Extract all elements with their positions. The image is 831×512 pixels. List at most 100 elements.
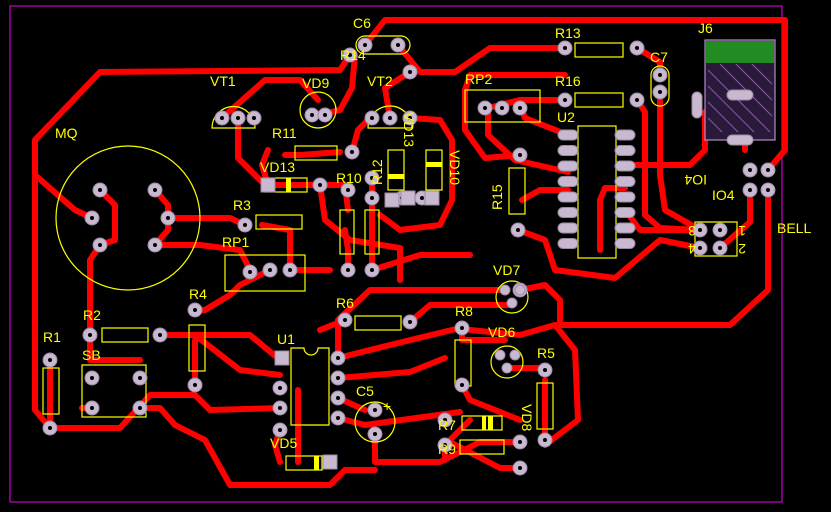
- r1-outline: [42, 367, 60, 415]
- pad-hole: [310, 113, 314, 117]
- label-header-pin-1: 1: [738, 223, 746, 239]
- u2-pin-pad: [614, 145, 636, 156]
- label-r2: R2: [83, 307, 101, 323]
- vd9-outline: [299, 91, 337, 129]
- pad-hole: [500, 106, 504, 110]
- pad-square: [424, 190, 440, 206]
- pad-hole: [443, 443, 447, 447]
- pad-hole: [766, 168, 770, 172]
- vd12-outline: [387, 149, 405, 191]
- copper-traces: [32, 17, 788, 488]
- label-vd13: VD13: [260, 159, 295, 175]
- label-vd5: VD5: [270, 435, 297, 451]
- pad-hole: [236, 116, 240, 120]
- pad-hole: [90, 376, 94, 380]
- pad-hole: [658, 90, 662, 94]
- pad-hole: [90, 406, 94, 410]
- pad-hole: [748, 188, 752, 192]
- vd10-outline: [425, 149, 443, 191]
- label-bell: BELL: [777, 220, 811, 236]
- pad-hole: [483, 106, 487, 110]
- r16-outline: [574, 92, 624, 108]
- pad-hole: [248, 270, 252, 274]
- pad-square: [260, 177, 276, 193]
- r5-outline: [536, 382, 554, 430]
- pad-hole: [698, 228, 702, 232]
- pad-hole: [766, 188, 770, 192]
- pad-hole: [373, 432, 377, 436]
- pad-hole: [698, 246, 702, 250]
- pad-hole: [370, 196, 374, 200]
- pad-hole: [635, 46, 639, 50]
- u2-pin-pad: [557, 129, 579, 141]
- pad-hole: [408, 320, 412, 324]
- r12-outline: [364, 209, 380, 255]
- c7-outline: [650, 65, 670, 107]
- vd7-outline: [495, 280, 529, 314]
- label-vd8: VD8: [519, 404, 535, 431]
- j6-pad: [726, 89, 754, 101]
- u2-pin-pad: [614, 222, 636, 234]
- label-vd11: VD13: [401, 112, 417, 147]
- pad-hole: [153, 188, 157, 192]
- c6-outline: [355, 35, 411, 55]
- u2-pin-pad: [557, 160, 579, 172]
- pad-hole: [518, 106, 522, 110]
- pad-square: [400, 190, 416, 206]
- label-rp1: RP1: [222, 234, 249, 250]
- pad-hole: [420, 196, 424, 200]
- pad-hole: [518, 466, 522, 470]
- label-r3: R3: [233, 197, 251, 213]
- label-vt1: VT1: [210, 73, 236, 89]
- pad-hole: [138, 406, 142, 410]
- rp1-outline: [224, 254, 306, 292]
- r13-outline: [574, 42, 624, 58]
- label-vd9: VD9: [302, 75, 329, 91]
- label-header-pin-2: 2: [738, 241, 746, 257]
- pad-hole: [363, 43, 367, 47]
- pad-hole: [343, 318, 347, 322]
- pad-hole: [563, 98, 567, 102]
- pad-hole: [350, 150, 354, 154]
- pad-hole: [336, 376, 340, 380]
- pad-hole: [268, 268, 272, 272]
- u2-pin-pad: [557, 238, 579, 249]
- pad-hole: [370, 268, 374, 272]
- label-u1: U1: [277, 331, 295, 347]
- r15-outline: [508, 167, 526, 215]
- pad-hole: [252, 116, 256, 120]
- pad-hole: [98, 243, 102, 247]
- sb-outline: [81, 364, 147, 418]
- pad-hole: [635, 98, 639, 102]
- pad-hole: [346, 188, 350, 192]
- rp2-outline: [464, 89, 541, 123]
- label-r13: R13: [555, 25, 581, 41]
- vd5-outline: [285, 455, 323, 471]
- label-r8: R8: [455, 303, 473, 319]
- label-r10: R10: [336, 170, 362, 186]
- pad-hole: [460, 326, 464, 330]
- pad-square: [384, 192, 400, 208]
- r9-outline: [459, 439, 505, 455]
- u2-pin-pad: [614, 176, 636, 187]
- label-r4: R4: [189, 286, 207, 302]
- mq-sensor-outline: [55, 145, 201, 291]
- pad-hole: [278, 428, 282, 432]
- pad-hole: [718, 228, 722, 232]
- pad-hole: [138, 376, 142, 380]
- pad-hole: [90, 216, 94, 220]
- j6-top-band: [706, 41, 774, 63]
- label-c7: C7: [650, 49, 668, 65]
- pad-hole: [516, 228, 520, 232]
- pad-hole: [518, 440, 522, 444]
- silkscreen: [42, 35, 776, 471]
- u2-pin-pad: [614, 129, 636, 141]
- label-r7: R7: [438, 417, 456, 433]
- pad-hole: [718, 246, 722, 250]
- led-pad: [501, 362, 513, 374]
- label-io4-bottom: IO4: [712, 187, 735, 203]
- pad-hole: [288, 268, 292, 272]
- label-c5: C5: [356, 383, 374, 399]
- label-r16: R16: [555, 73, 581, 89]
- label-r12: R12: [369, 159, 385, 185]
